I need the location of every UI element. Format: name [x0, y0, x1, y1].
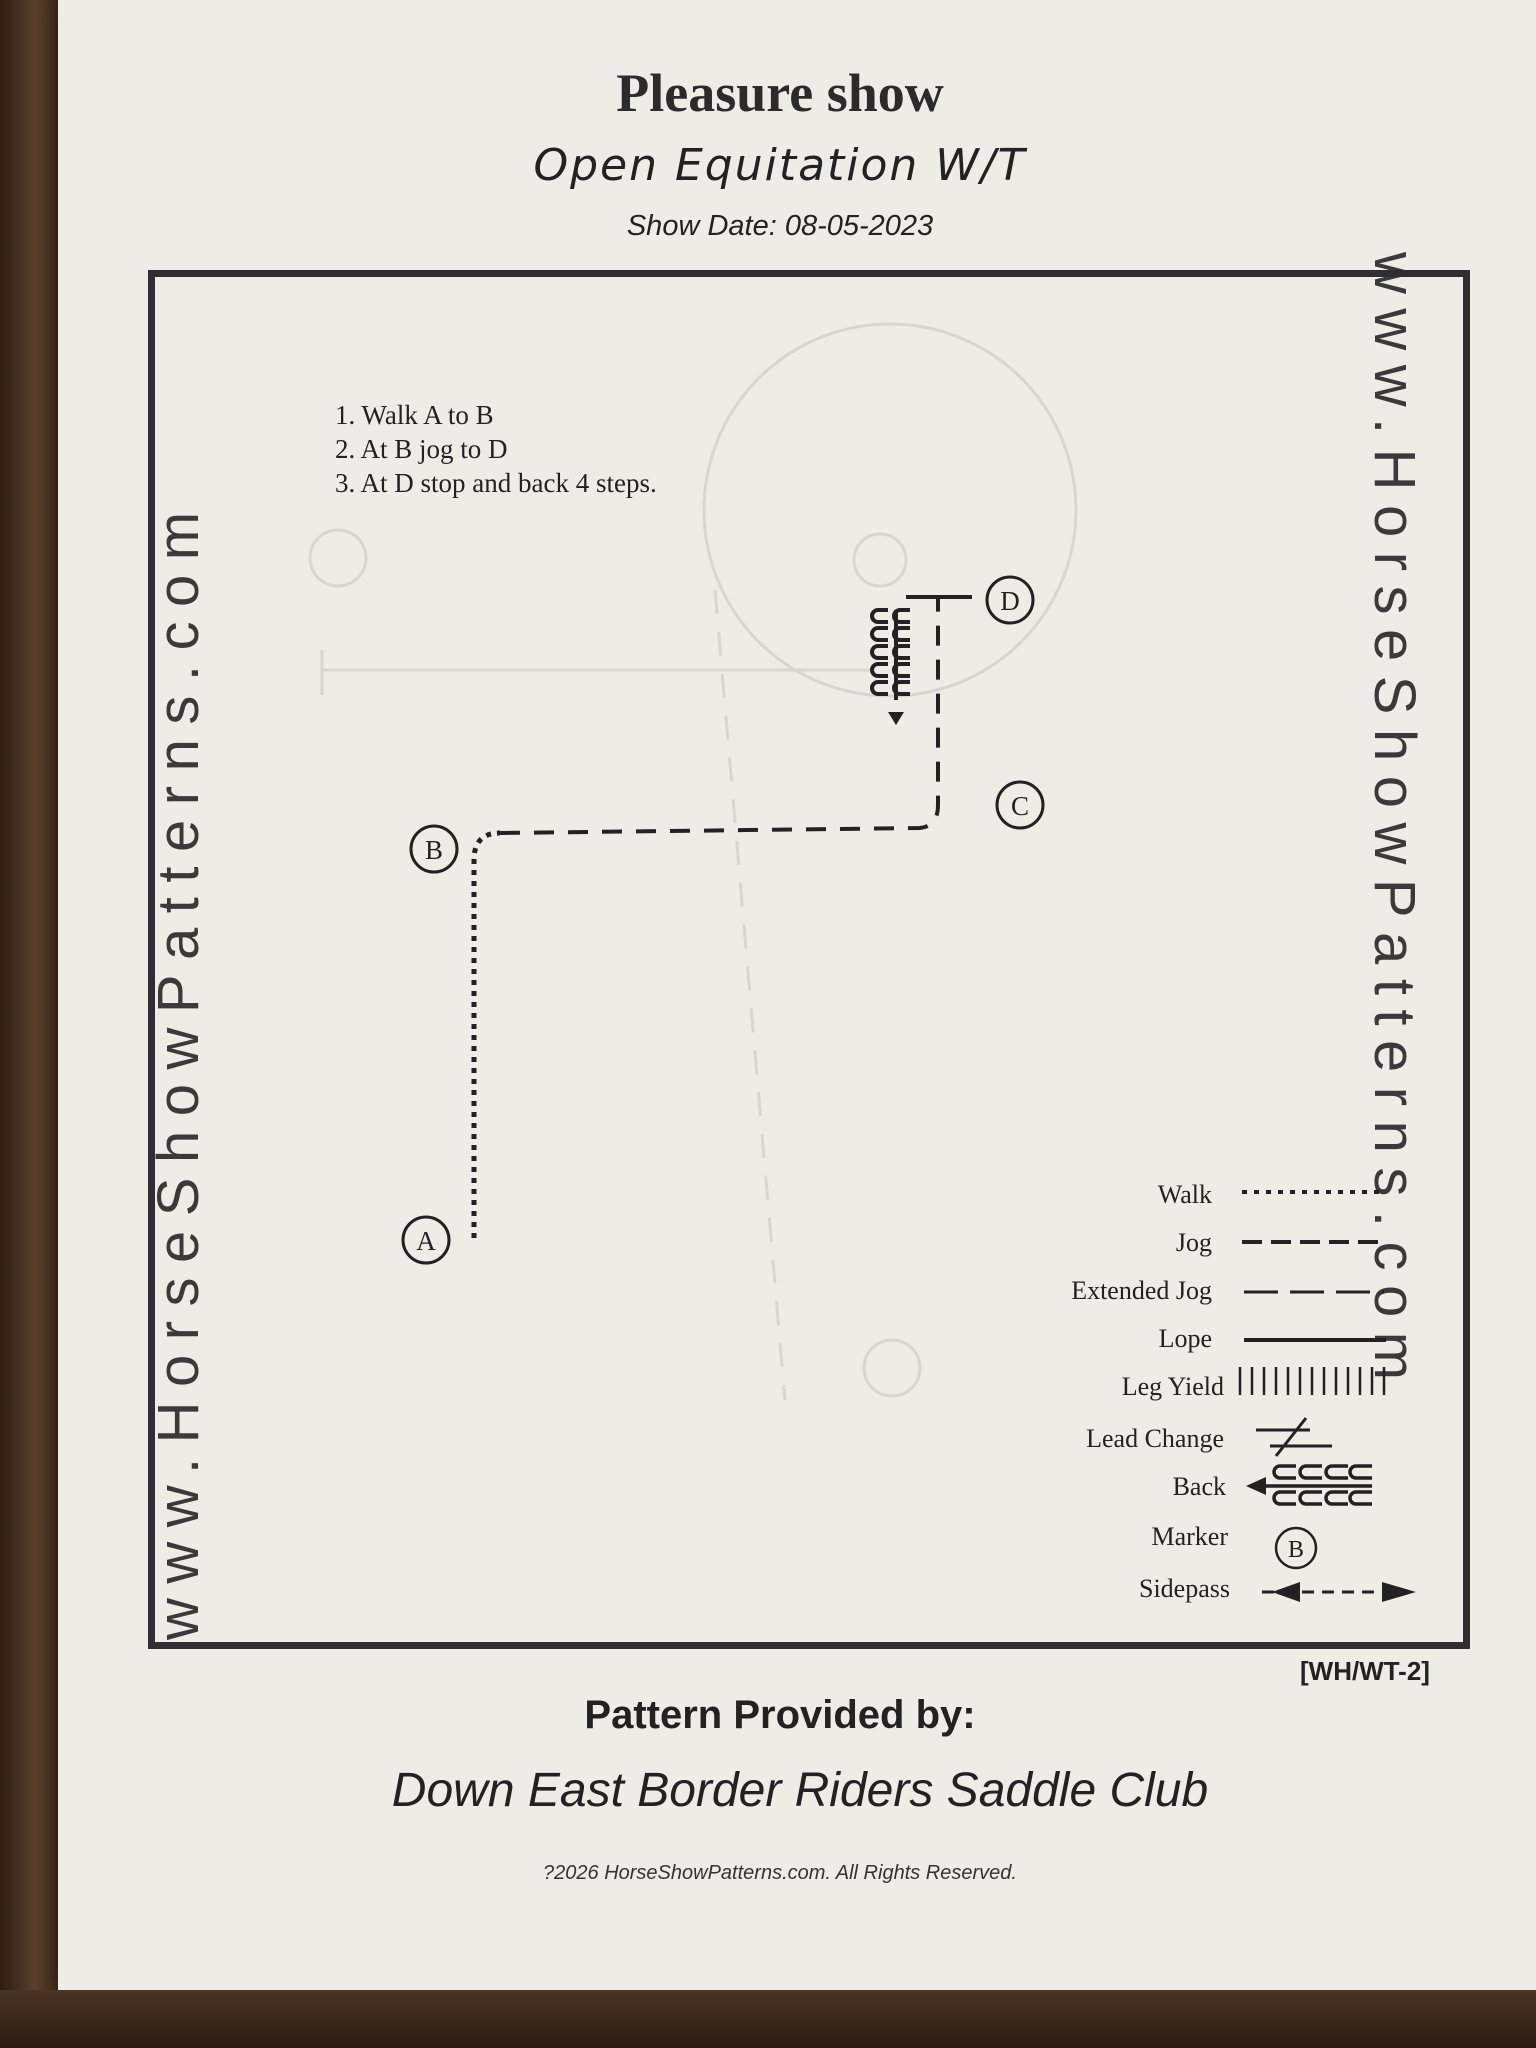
legend-marker-circle: [1274, 1526, 1318, 1570]
legend-lead-change-symbol: [1256, 1417, 1332, 1457]
pattern-steps: 1. Walk A to B 2. At B jog to D 3. At D …: [335, 398, 657, 500]
legend-extended-jog-label: Extended Jog: [1071, 1276, 1212, 1305]
back-arrowhead: [888, 712, 904, 725]
marker-a-circle: [401, 1215, 451, 1265]
legend-back-label: Back: [1172, 1472, 1226, 1501]
page-title: Pleasure show: [616, 63, 944, 123]
table-edge-left: [0, 0, 58, 2048]
legend-marker-symbol: B: [1288, 1537, 1304, 1563]
legend-back-arrowhead: [1246, 1477, 1266, 1495]
show-date: Show Date: 08-05-2023: [626, 210, 934, 242]
legend-sidepass-arrow-left: [1272, 1582, 1300, 1602]
step-3: 3. At D stop and back 4 steps.: [335, 468, 657, 498]
legend-lope-label: Lope: [1158, 1324, 1212, 1353]
marker-d-label: D: [1000, 586, 1020, 616]
step-2: 2. At B jog to D: [335, 434, 508, 464]
back-symbol: [870, 608, 910, 700]
pattern-code: [WH/WT-2]: [1300, 1656, 1430, 1686]
legend-leg-yield-label: Leg Yield: [1121, 1372, 1224, 1401]
arena-border: [148, 270, 1470, 1649]
provided-by-heading: Pattern Provided by:: [584, 1693, 976, 1737]
club-name: Down East Border Riders Saddle Club: [391, 1764, 1209, 1817]
marker-b-circle: [409, 824, 459, 874]
marker-a-label: A: [416, 1226, 436, 1256]
legend-symbols: B: [1238, 1190, 1416, 1602]
copyright-notice: ?2026 HorseShowPatterns.com. All Rights …: [543, 1862, 1017, 1884]
legend-sidepass-arrow-right: [1382, 1582, 1416, 1602]
step-1: 1. Walk A to B: [335, 400, 494, 430]
legend-jog-label: Jog: [1175, 1228, 1212, 1257]
legend-leg-yield-ticks: [1238, 1367, 1386, 1395]
jog-path: [499, 598, 940, 835]
marker-d-circle: [985, 575, 1035, 625]
ghost-pattern: [308, 322, 1078, 1401]
legend-back-symbol: [1262, 1464, 1372, 1506]
legend-sidepass-label: Sidepass: [1139, 1574, 1230, 1603]
legend-marker-label: Marker: [1151, 1522, 1228, 1551]
pattern-sheet: [58, 0, 1536, 1990]
walk-path: [471, 830, 501, 1238]
marker-c-circle: [995, 780, 1045, 830]
marker-c-label: C: [1011, 791, 1029, 821]
legend-walk-label: Walk: [1157, 1180, 1212, 1209]
table-edge-bottom: [0, 1990, 1536, 2048]
class-name-handwritten: Open Equitation W/T: [533, 140, 1027, 191]
pattern-path: A B C D: [401, 575, 1045, 1265]
marker-b-label: B: [425, 835, 443, 865]
legend-lead-change-label: Lead Change: [1086, 1424, 1224, 1453]
